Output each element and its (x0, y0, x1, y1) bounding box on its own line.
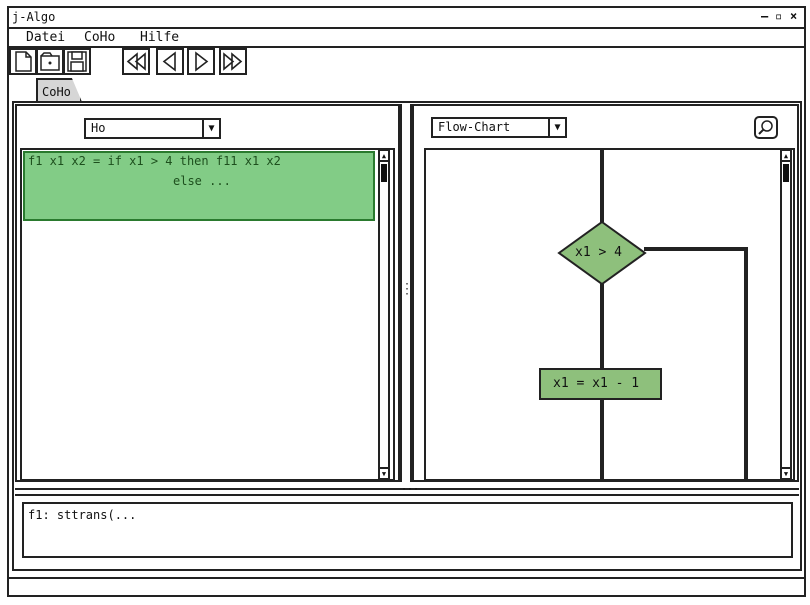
menu-datei[interactable]: Datei (26, 30, 66, 45)
save-icon (67, 51, 87, 72)
step-forward-icon (195, 51, 209, 72)
scroll-thumb[interactable] (783, 164, 789, 182)
flow-edge-else-branch (644, 247, 748, 479)
scroll-thumb[interactable] (381, 164, 387, 182)
minimize-icon[interactable]: – (761, 9, 769, 23)
scroll-down-icon[interactable]: ▼ (380, 467, 388, 478)
tab-coho-label: CoHo (42, 85, 71, 99)
scroll-up-icon[interactable]: ▲ (782, 152, 790, 162)
skip-forward-icon (223, 52, 243, 71)
new-file-icon (15, 51, 32, 72)
content-frame (12, 101, 802, 571)
menu-bar: Datei CoHo Hilfe (9, 29, 804, 48)
menu-coho[interactable]: CoHo (84, 30, 116, 45)
close-icon[interactable]: × (790, 9, 798, 23)
step-forward-button[interactable] (187, 48, 215, 75)
code-line-2: else ... (173, 174, 231, 188)
left-scrollbar[interactable]: ▲ ▼ (378, 149, 390, 480)
new-file-button[interactable] (9, 48, 37, 75)
chevron-down-icon: ▼ (202, 120, 219, 137)
chevron-down-icon: ▼ (548, 119, 565, 136)
code-highlight-block[interactable]: f1 x1 x2 = if x1 > 4 then f11 x1 x2 else… (23, 151, 375, 221)
magnifier-icon (758, 120, 773, 135)
skip-back-button[interactable] (122, 48, 150, 75)
open-file-button[interactable] (36, 48, 64, 75)
process-node-label: x1 = x1 - 1 (553, 376, 640, 391)
title-bar: j-Algo – ▫ × (9, 8, 804, 29)
window-title: j-Algo (12, 10, 56, 24)
flowchart-svg (539, 150, 748, 479)
tab-coho[interactable]: CoHo (36, 78, 82, 102)
maximize-icon[interactable]: ▫ (775, 9, 783, 23)
open-file-icon (40, 52, 60, 71)
zoom-button[interactable] (754, 116, 778, 139)
skip-forward-button[interactable] (219, 48, 247, 75)
skip-back-icon (126, 52, 146, 71)
process-node[interactable] (539, 368, 662, 400)
view-dropdown[interactable]: Flow-Chart ▼ (431, 117, 567, 138)
decision-node[interactable] (557, 220, 647, 286)
source-dropdown-value: Ho (91, 121, 106, 135)
horizontal-splitter[interactable]: ··· (15, 484, 799, 496)
code-line-1: f1 x1 x2 = if x1 > 4 then f11 x1 x2 (28, 154, 281, 168)
view-dropdown-value: Flow-Chart (438, 120, 511, 134)
scroll-down-icon[interactable]: ▼ (782, 467, 790, 478)
save-button[interactable] (63, 48, 91, 75)
step-back-icon (162, 51, 176, 72)
menu-hilfe[interactable]: Hilfe (140, 30, 180, 45)
source-dropdown[interactable]: Ho ▼ (84, 118, 221, 139)
splitter-grip-icon: ··· (401, 484, 420, 495)
splitter-grip-icon: ··· (404, 279, 411, 300)
output-console[interactable]: f1: sttrans(... (22, 502, 793, 558)
app-window: j-Algo – ▫ × Datei CoHo Hilfe (7, 6, 806, 597)
flowchart-canvas[interactable]: x1 > 4 x1 = x1 - 1 (424, 148, 795, 481)
step-back-button[interactable] (156, 48, 184, 75)
right-scrollbar[interactable]: ▲ ▼ (780, 149, 792, 480)
decision-node-label: x1 > 4 (575, 245, 622, 260)
output-text: f1: sttrans(... (28, 508, 137, 522)
scroll-up-icon[interactable]: ▲ (380, 152, 388, 162)
vertical-splitter[interactable]: ··· (400, 104, 412, 482)
status-bar (9, 577, 804, 597)
